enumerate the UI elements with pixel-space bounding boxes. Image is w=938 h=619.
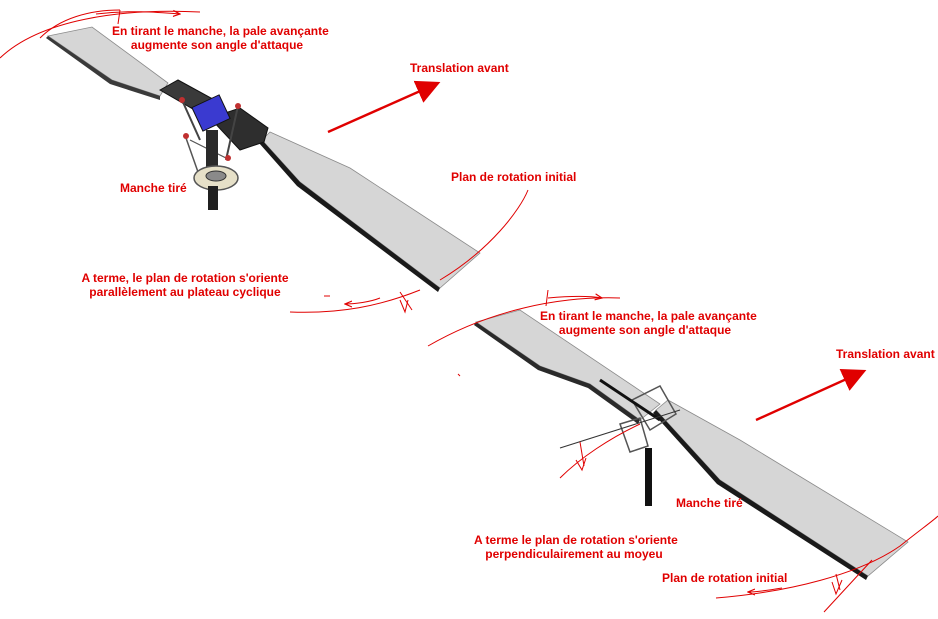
top-stick-label: Manche tiré [120, 181, 187, 195]
bottom-translation-label: Translation avant [836, 347, 935, 361]
top-final-plane-label: A terme, le plan de rotation s'oriente p… [80, 271, 290, 299]
top-translation-arrow [327, 80, 441, 134]
top-rotor-hub [158, 79, 269, 210]
bottom-rotor-hub [559, 378, 681, 506]
bottom-initial-plane-arc [715, 515, 938, 599]
servo-block [191, 94, 231, 132]
top-blade-pitch-line2: augmente son angle d'attaque [130, 38, 304, 52]
top-initial-plane-arc [439, 189, 529, 281]
bottom-blade-pitch-line2: augmente son angle d'attaque [558, 323, 732, 337]
bottom-final-plane-line2: perpendiculairement au moyeu [485, 547, 663, 561]
bottom-final-plane-arc [559, 423, 641, 479]
top-final-plane-arc [289, 289, 421, 313]
top-blade-pitch-line1: En tirant le manche, la pale avançante [112, 24, 329, 38]
bottom-translation-arrow [755, 368, 867, 422]
bottom-right-blade [653, 399, 909, 580]
top-right-blade [259, 131, 481, 292]
top-translation-label: Translation avant [410, 61, 509, 75]
top-initial-plane-label: Plan de rotation initial [451, 170, 577, 184]
bottom-rotor [427, 289, 938, 613]
top-final-plane-line2: parallèlement au plateau cyclique [89, 285, 281, 299]
bottom-stick-label: Manche tiré [676, 496, 743, 510]
bottom-blade-pitch-label: En tirant le manche, la pale avançante a… [540, 309, 757, 337]
bottom-final-plane-line1: A terme le plan de rotation s'oriente [474, 533, 678, 547]
top-rotation-arc [0, 10, 201, 59]
bottom-blade-pitch-line1: En tirant le manche, la pale avançante [540, 309, 757, 323]
bottom-rotor-mast [645, 448, 652, 506]
top-blade-pitch-label: En tirant le manche, la pale avançante a… [112, 24, 329, 52]
bottom-final-plane-label: A terme le plan de rotation s'oriente pe… [474, 533, 678, 561]
bottom-initial-plane-label: Plan de rotation initial [662, 571, 788, 585]
top-rotor [0, 9, 529, 314]
top-final-plane-line1: A terme, le plan de rotation s'oriente [81, 271, 289, 285]
rotor-mast [208, 186, 218, 210]
